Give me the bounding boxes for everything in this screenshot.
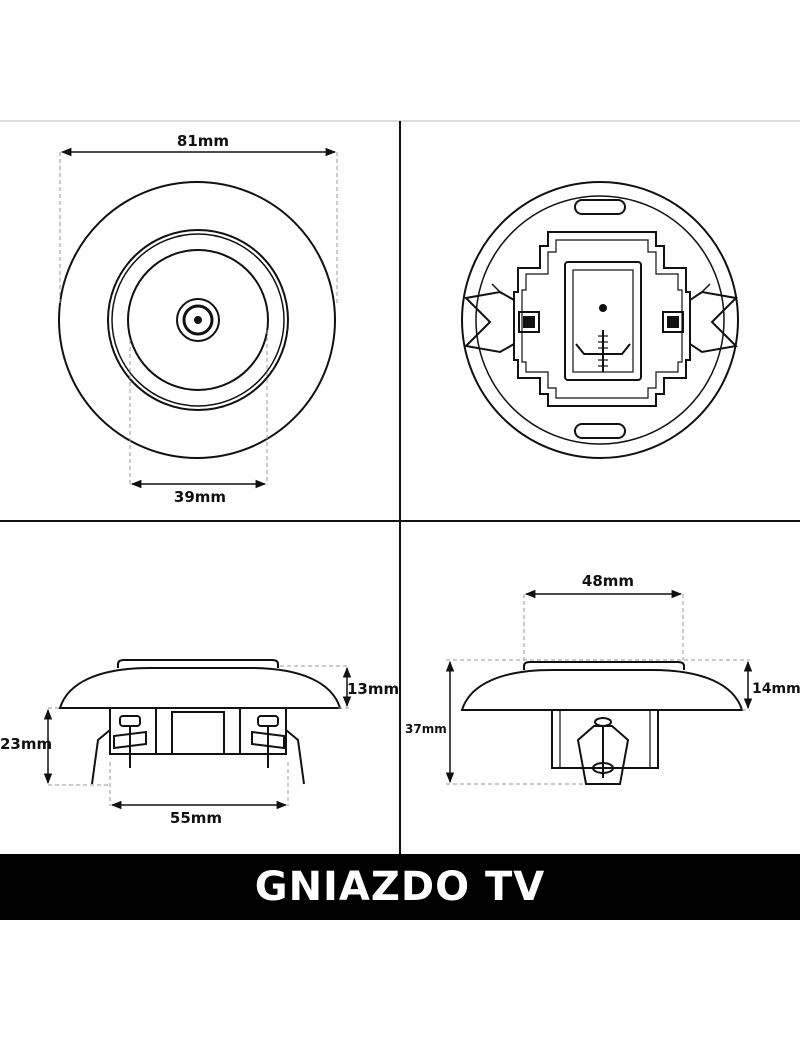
title-banner: GNIAZDO TV: [0, 854, 800, 920]
label-81mm: 81mm: [177, 132, 229, 150]
label-23mm: 23mm: [0, 735, 52, 753]
label-39mm: 39mm: [174, 488, 226, 506]
back-view: [461, 181, 739, 459]
panel-grid: [0, 120, 800, 854]
label-13mm: 13mm: [347, 680, 399, 698]
side-view-rotated: 48mm 14mm 37mm: [405, 572, 800, 785]
product-title: GNIAZDO TV: [254, 864, 546, 910]
label-55mm: 55mm: [170, 809, 222, 827]
front-view: 81mm 39mm: [58, 132, 338, 506]
label-48mm: 48mm: [582, 572, 634, 590]
label-37mm: 37mm: [405, 722, 447, 736]
label-14mm: 14mm: [752, 681, 800, 697]
side-view: 13mm 23mm 55mm: [0, 659, 399, 827]
